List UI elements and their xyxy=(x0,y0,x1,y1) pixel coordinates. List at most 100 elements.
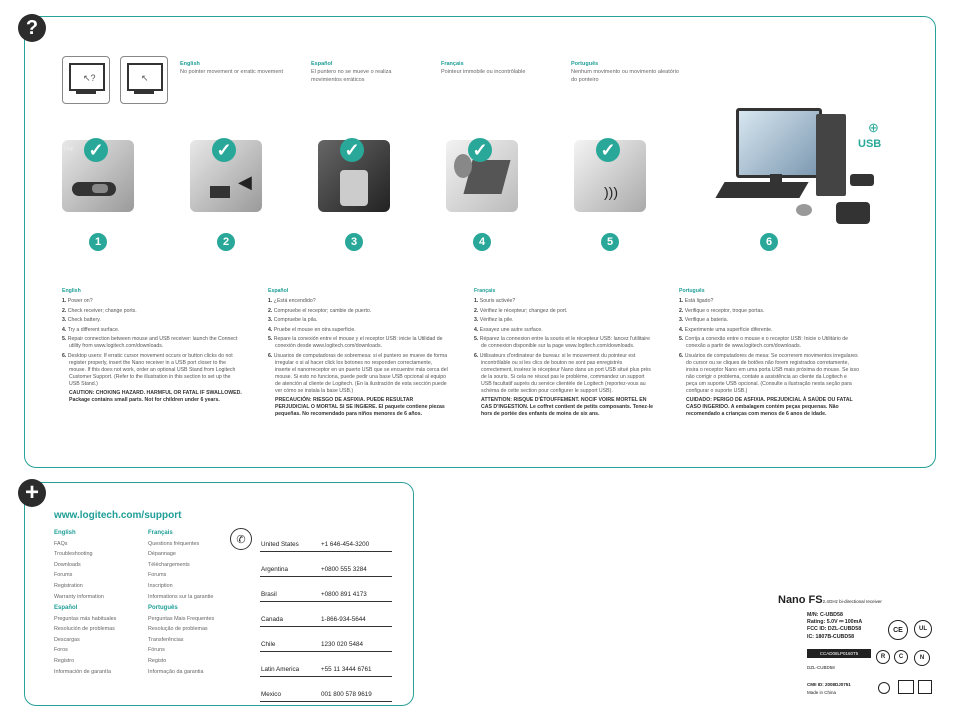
usb-stand-icon xyxy=(850,174,874,186)
list-item: 1. Souris activée? xyxy=(474,298,516,304)
list-item: 1. Está ligado? xyxy=(679,298,714,304)
list-item: 3. Verifique a bateria. xyxy=(679,317,729,323)
problem-lang-es: Español xyxy=(311,61,333,67)
instruction-list: 1. Souris activée? 2. Vérifiez le récept… xyxy=(474,298,654,395)
list-item: 4. Pruebe el mouse en otra superficie. xyxy=(268,326,356,333)
list-item: 3. Vérifiez la pile. xyxy=(474,317,514,323)
support-lang: Français xyxy=(148,530,173,536)
monitor-question-icon: ↖? xyxy=(62,56,110,104)
support-panel xyxy=(24,482,414,706)
step-number: 4 xyxy=(473,233,491,251)
table-row: United States+1 646-454-3200 xyxy=(260,527,392,552)
support-link[interactable]: Downloads xyxy=(54,561,81,568)
step-6-illustration: ⊕ USB xyxy=(700,104,896,234)
list-item: 5. Corrija a conexão entre o mouse e o r… xyxy=(679,336,848,349)
list-item: 1. ¿Está encendido? xyxy=(268,298,316,304)
support-link[interactable]: Registro xyxy=(54,657,75,664)
problem-text-es: El puntero no se mueve o realiza movimie… xyxy=(311,69,392,83)
caution-text: CUIDADO: PERIGO DE ASFIXIA. PREJUDICIAL … xyxy=(686,397,853,417)
list-item: 4. Essayez une autre surface. xyxy=(474,326,543,333)
support-link[interactable]: Foros xyxy=(54,647,68,654)
instructions-en: English 1. Power on? 2. Check receiver; … xyxy=(62,288,242,404)
power-switch-icon xyxy=(92,184,108,193)
support-link[interactable]: Warranty information xyxy=(54,593,104,600)
support-link[interactable]: Inscription xyxy=(148,582,173,589)
support-lang: English xyxy=(54,530,76,536)
support-link[interactable]: Descargas xyxy=(54,636,80,643)
plus-icon: + xyxy=(18,479,46,507)
made-in: Made in China xyxy=(807,690,837,695)
list-item: 4. Experimente uma superfície diferente. xyxy=(679,326,773,333)
problem-lang-fr: Français xyxy=(441,61,464,67)
troubleshooting-panel xyxy=(24,16,936,468)
instructions-lang: Español xyxy=(268,288,289,294)
list-item: 5. Repare la conexión entre el mouse y e… xyxy=(268,336,443,349)
support-link[interactable]: Informations sur la garantie xyxy=(148,593,214,600)
table-row: Brasil+0800 891 4173 xyxy=(260,577,392,602)
instructions-es: Español 1. ¿Está encendido? 2. Compruebe… xyxy=(268,288,448,418)
support-links-pt: Português Perguntas Mais Frequentes Reso… xyxy=(148,603,214,677)
wireless-signal-icon: ))) xyxy=(604,184,618,200)
support-link[interactable]: Troubleshooting xyxy=(54,551,93,558)
problem-lang-pt: Português xyxy=(571,61,599,67)
support-link[interactable]: Registo xyxy=(148,657,167,664)
problem-text-fr: Pointeur immobile ou incontrôlable xyxy=(441,69,526,75)
support-link[interactable]: Questions fréquentes xyxy=(148,540,200,547)
step-number: 3 xyxy=(345,233,363,251)
cmii-id: CMII ID: 2008DJ0751 xyxy=(807,682,851,687)
list-item: 5. Réparez la connexion entre la souris … xyxy=(474,336,651,349)
product-label: Nano FS2.4GHz bi-directional receiver M/… xyxy=(778,586,938,704)
caution-text: CAUTION: CHOKING HAZARD. HARMFUL OR FATA… xyxy=(69,390,242,403)
support-link[interactable]: Forums xyxy=(54,572,73,579)
usb-label: USB xyxy=(858,138,882,150)
usb-receiver-icon xyxy=(210,186,230,198)
instructions-lang: English xyxy=(62,288,81,294)
mouse-icon xyxy=(454,154,472,178)
table-row: Argentina+0800 555 3284 xyxy=(260,552,392,577)
support-link[interactable]: Fóruns xyxy=(148,647,165,654)
support-link[interactable]: Forums xyxy=(148,572,167,579)
list-item: 2. Check receiver; change ports. xyxy=(62,307,137,314)
support-link[interactable]: Información de garantía xyxy=(54,668,111,675)
support-url-link[interactable]: www.logitech.com/support xyxy=(54,510,182,521)
question-icon: ? xyxy=(18,14,46,42)
support-links-en: English FAQs Troubleshooting Downloads F… xyxy=(54,528,104,602)
support-link[interactable]: Resolución de problemas xyxy=(54,626,115,633)
support-link[interactable]: FAQs xyxy=(54,540,68,547)
support-link[interactable]: Preguntas más habituales xyxy=(54,615,117,622)
support-link[interactable]: Registration xyxy=(54,582,83,589)
list-item: 6. Usuários de computadores de mesa: Se … xyxy=(679,352,859,394)
step-number: 2 xyxy=(217,233,235,251)
product-name: Nano FS2.4GHz bi-directional receiver xyxy=(778,594,882,606)
list-item: 6. Desktop users: If erratic cursor move… xyxy=(62,352,236,387)
warning-triangle-icon xyxy=(898,680,914,694)
list-item: 5. Repair connection between mouse and U… xyxy=(62,336,238,349)
support-link[interactable]: Perguntas Mais Frequentes xyxy=(148,615,215,622)
list-item: 1. Power on? xyxy=(62,298,93,304)
list-item: 6. Utilisateurs d'ordinateur de bureau: … xyxy=(474,352,651,394)
check-icon: ✓ xyxy=(84,138,108,162)
support-link[interactable]: Transferências xyxy=(148,636,184,643)
pc-tower-icon xyxy=(816,114,846,196)
support-link[interactable]: Resolução de problemas xyxy=(148,626,208,633)
instructions-lang: Português xyxy=(679,288,705,294)
support-link[interactable]: Informação da garantia xyxy=(148,668,204,675)
support-link[interactable]: Téléchargements xyxy=(148,561,190,568)
mouse-icon xyxy=(796,204,812,216)
step-number: 6 xyxy=(760,233,778,251)
ctick-icon xyxy=(878,682,890,694)
list-item: 2. Vérifiez le récepteur; changez de por… xyxy=(474,307,568,314)
support-link[interactable]: Dépannage xyxy=(148,551,176,558)
keyboard-icon xyxy=(715,182,809,198)
usb-icon: ⊕ xyxy=(868,120,879,135)
ccc-code: CCAD08LP0160T5 xyxy=(807,649,871,658)
problem-text-en: No pointer movement or erratic movement xyxy=(180,69,284,75)
phone-icon: ✆ xyxy=(230,528,252,550)
support-links-es: Español Preguntas más habituales Resoluc… xyxy=(54,603,116,677)
usb-stand-icon xyxy=(836,202,870,224)
list-item: 3. Check battery. xyxy=(62,317,101,323)
support-lang: Español xyxy=(54,605,78,611)
r-mark-icon: R xyxy=(876,650,890,664)
